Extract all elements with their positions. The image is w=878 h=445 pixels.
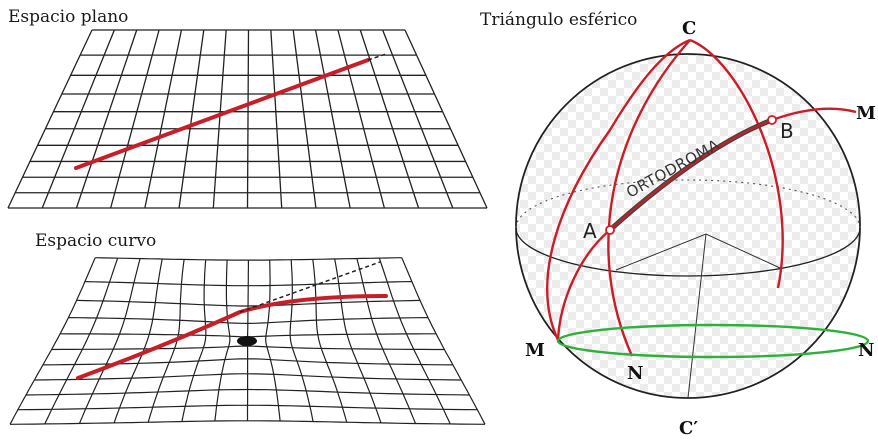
sphere-diagram: C C′ M M N N A B ORTODROMA [515,18,876,439]
flat-space-label: Espacio plano [8,7,129,27]
curved-space-label: Espacio curvo [35,231,157,251]
meridian-left [546,38,691,341]
curved-grid-line [25,388,470,396]
point-m-right-label: M [856,103,876,124]
flat-geodesic-extension [367,53,387,61]
point-c-top-label: C [682,18,696,39]
flat-grid-line [110,29,160,209]
spherical-triangle-label: Triángulo esférico [480,10,638,30]
equator-back [515,179,861,229]
point-n-right-label: N [858,340,874,361]
curved-grid-line [214,259,231,422]
curved-grid-line [9,257,96,425]
flat-grid-line [144,29,183,209]
curved-grid-line [9,420,486,425]
flat-grid-line [292,29,317,209]
equator-front [515,227,861,277]
flat-grid-line [212,29,227,209]
flat-grid-line [314,29,351,209]
gravity-well-center [237,336,257,346]
point-a-marker [605,225,615,235]
point-n-left-label: N [627,363,643,384]
curved-grid-line [84,281,412,287]
curved-space-grid [9,257,486,425]
flat-grid-line [246,29,250,209]
flat-grid-line [7,29,93,209]
curved-grid-line [78,258,141,424]
curved-grid-line [17,404,478,411]
flat-grid-line [404,29,488,209]
curved-grid-line [34,373,462,381]
flat-grid-line [41,29,115,209]
flat-geodesic-line [74,58,370,170]
curved-geodesic-line [76,294,388,380]
meridian-inner [607,39,691,357]
curved-grid-line [76,299,421,307]
polar-axis [687,233,707,399]
curved-grid-line [51,345,445,351]
point-b-label: B [780,119,794,143]
curved-grid-line [68,317,429,325]
flat-grid-line [337,29,385,209]
point-m-left-label: M [525,340,545,361]
flat-space-grid [7,29,488,209]
curved-grid-line [265,259,281,422]
curved-straight-reference [239,261,381,313]
flat-grid-line [75,29,138,209]
flat-grid-line [382,29,454,209]
flat-grid-line [359,29,420,209]
ortodroma-arc-red [609,118,773,231]
point-c-bottom-label: C′ [679,418,698,439]
meridian-right [689,38,784,289]
curved-grid-line [95,257,402,261]
flat-grid-line [270,29,283,209]
point-a-label: A [583,219,597,243]
green-parallel-circle [556,323,870,359]
flat-grid-line [178,29,205,209]
point-b-marker [767,115,777,125]
curved-grid-line [401,257,486,425]
